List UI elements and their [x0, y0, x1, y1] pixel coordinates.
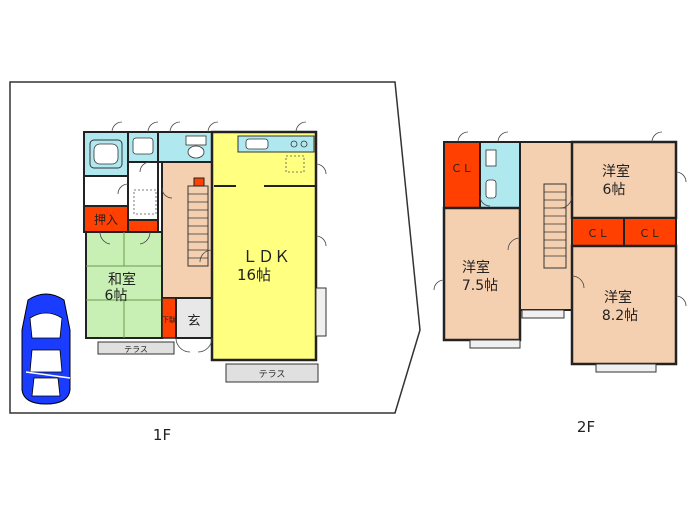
stairs-icon — [543, 183, 567, 269]
closet-2f-left-label: ＣＬ — [451, 162, 473, 175]
closet-2f-mid-2-label: ＣＬ — [639, 227, 661, 240]
terrace-large — [225, 363, 319, 383]
western-room-6-size: 6帖 — [603, 182, 626, 198]
western-room-7-5-size: 7.5帖 — [462, 278, 498, 294]
toilet-icon — [485, 149, 497, 199]
lot-boundary — [9, 81, 421, 414]
stove-icon — [285, 140, 308, 173]
shoe-shelf-label: 下駄 — [162, 315, 176, 324]
washitsu-size: 6帖 — [105, 288, 128, 304]
western-room-7-5-name: 洋室 — [462, 259, 490, 276]
washroom — [83, 175, 129, 207]
western-room-8-2-name: 洋室 — [604, 289, 632, 306]
washitsu-name: 和室 — [108, 271, 136, 288]
genkan — [175, 297, 213, 339]
oshiire-closet — [83, 205, 129, 233]
car-icon — [21, 293, 71, 405]
ldk-name: ＬＤＫ — [242, 247, 290, 266]
stairs-icon — [187, 185, 209, 267]
sink-icon — [132, 137, 154, 155]
oshiire-label: 押入 — [94, 213, 118, 227]
ldk-room — [210, 130, 318, 362]
closet-2f-mid-1-label: ＣＬ — [587, 227, 609, 240]
toilet-icon — [185, 135, 207, 159]
western-room-8-2-size: 8.2帖 — [602, 308, 638, 324]
western-room-6 — [570, 140, 678, 220]
door-swing-icon — [433, 131, 687, 307]
genkan-label: 玄 — [187, 314, 200, 329]
ldk-size: 16帖 — [237, 266, 271, 284]
bathtub-icon — [89, 139, 123, 169]
floor2-label: 2F — [577, 418, 595, 436]
terrace-large-label: テラス — [259, 369, 286, 380]
floor1-label: 1F — [153, 426, 171, 444]
closet-2f-mid-1 — [571, 217, 625, 247]
kitchen-counter — [237, 135, 315, 153]
terrace-small — [97, 341, 175, 355]
door-swing-icon — [99, 121, 327, 353]
terrace-small-label: テラス — [124, 345, 148, 354]
closet-2f-left — [443, 141, 481, 209]
western-room-6-name: 洋室 — [602, 163, 630, 180]
dressing-room — [127, 161, 159, 221]
